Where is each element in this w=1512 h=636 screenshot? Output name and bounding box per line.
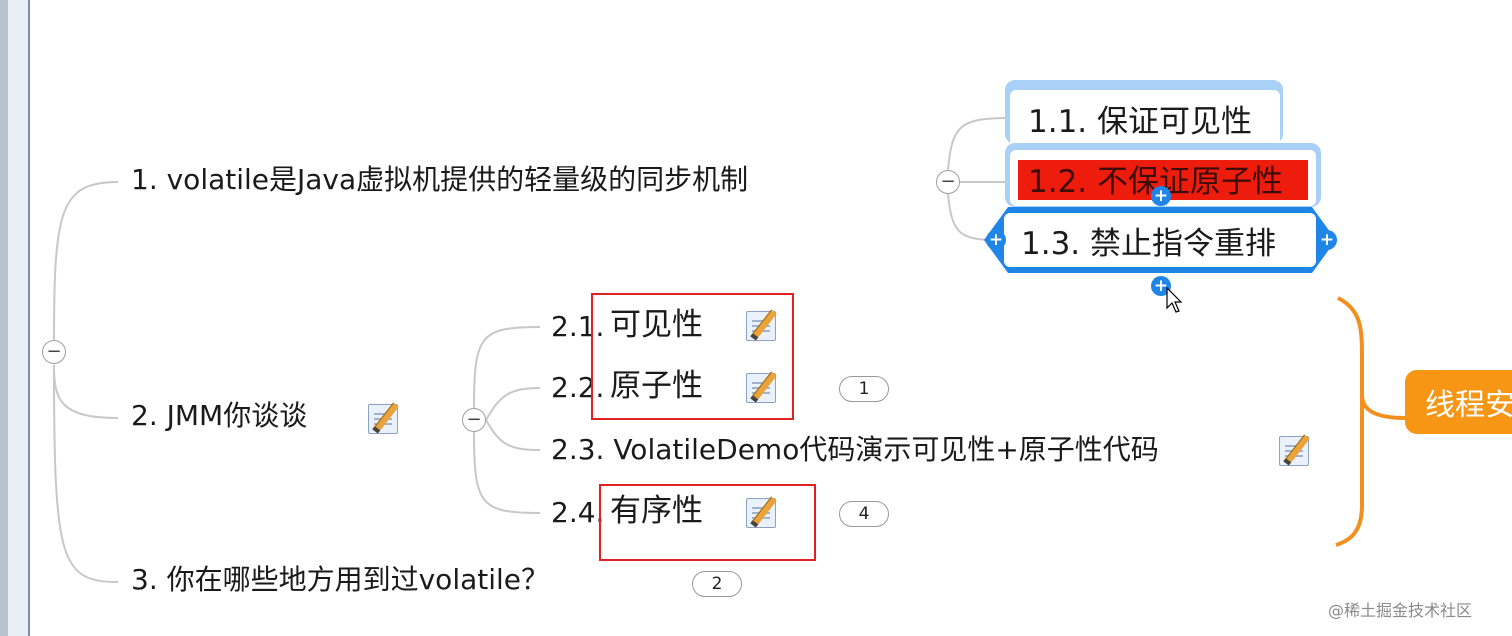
subtopic-label: 1.3. 禁止指令重排 [1021, 225, 1277, 262]
root-collapse-icon[interactable]: − [42, 340, 66, 364]
watermark: @稀土掘金技术社区 [1328, 601, 1473, 620]
add-topic-icon[interactable]: + [986, 230, 1006, 250]
subtopic-2-4-prefix: 2.4. [551, 496, 605, 529]
note-icon[interactable] [746, 498, 776, 528]
topic-badge[interactable]: 2 [692, 571, 742, 597]
summary-topic-thread-safety[interactable]: 线程安 [1405, 370, 1512, 434]
note-icon[interactable] [1279, 436, 1309, 466]
subtopic-2-1-prefix: 2.1. [551, 310, 605, 343]
window-edge [0, 0, 8, 636]
topic1-collapse-icon[interactable]: − [936, 170, 960, 194]
topic-jmm[interactable]: 2. JMM你谈谈 [131, 399, 308, 432]
topic-where-used[interactable]: 3. 你在哪些地方用到过volatile？ [131, 563, 550, 596]
subtopic-2-1[interactable]: 可见性 [610, 307, 703, 343]
red-boundary-box [599, 484, 816, 561]
topic2-collapse-icon[interactable]: − [462, 408, 486, 432]
boundary-brace [1335, 296, 1406, 547]
subtopic-2-3[interactable]: 2.3. VolatileDemo代码演示可见性+原子性代码 [551, 433, 1159, 466]
subtopic-no-reorder[interactable]: 1.3. 禁止指令重排 [1004, 213, 1316, 267]
note-icon[interactable] [368, 404, 398, 434]
subtopic-label: 1.1. 保证可见性 [1028, 103, 1253, 140]
window-edge-panel [8, 0, 30, 636]
add-topic-icon[interactable]: + [1317, 230, 1337, 250]
subtopic-2-2[interactable]: 原子性 [610, 368, 703, 404]
red-boundary-box [591, 293, 794, 420]
subtopic-2-4[interactable]: 有序性 [610, 493, 703, 529]
note-icon[interactable] [746, 311, 776, 341]
window-edge-line [28, 0, 30, 636]
add-topic-icon[interactable]: + [1151, 186, 1171, 206]
subtopic-2-2-prefix: 2.2. [551, 371, 605, 404]
subtopic-badge[interactable]: 4 [839, 501, 889, 527]
subtopic-visibility[interactable]: 1.1. 保证可见性 [1010, 90, 1280, 146]
topic-volatile[interactable]: 1. volatile是Java虚拟机提供的轻量级的同步机制 [131, 163, 749, 196]
summary-topic-label: 线程安 [1425, 388, 1512, 423]
note-icon[interactable] [746, 373, 776, 403]
subtopic-badge[interactable]: 1 [839, 376, 889, 402]
add-topic-icon[interactable]: + [1151, 276, 1171, 296]
